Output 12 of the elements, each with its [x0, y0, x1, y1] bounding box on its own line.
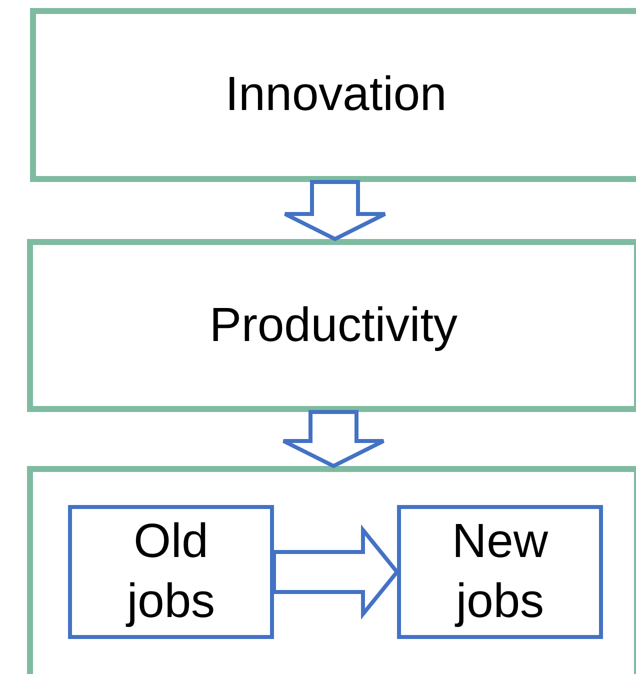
block-arrow	[282, 410, 386, 468]
process-box	[27, 239, 636, 412]
inner-box	[397, 505, 603, 639]
box-label: Innovation	[225, 67, 447, 123]
process-box	[30, 8, 636, 182]
process-box	[27, 466, 636, 674]
box-label: New jobs	[450, 514, 550, 630]
inner-box	[68, 505, 274, 639]
block-arrow	[272, 524, 400, 620]
box-label: Productivity	[209, 298, 458, 354]
box-label: Old jobs	[124, 514, 216, 630]
block-arrow	[283, 180, 387, 242]
